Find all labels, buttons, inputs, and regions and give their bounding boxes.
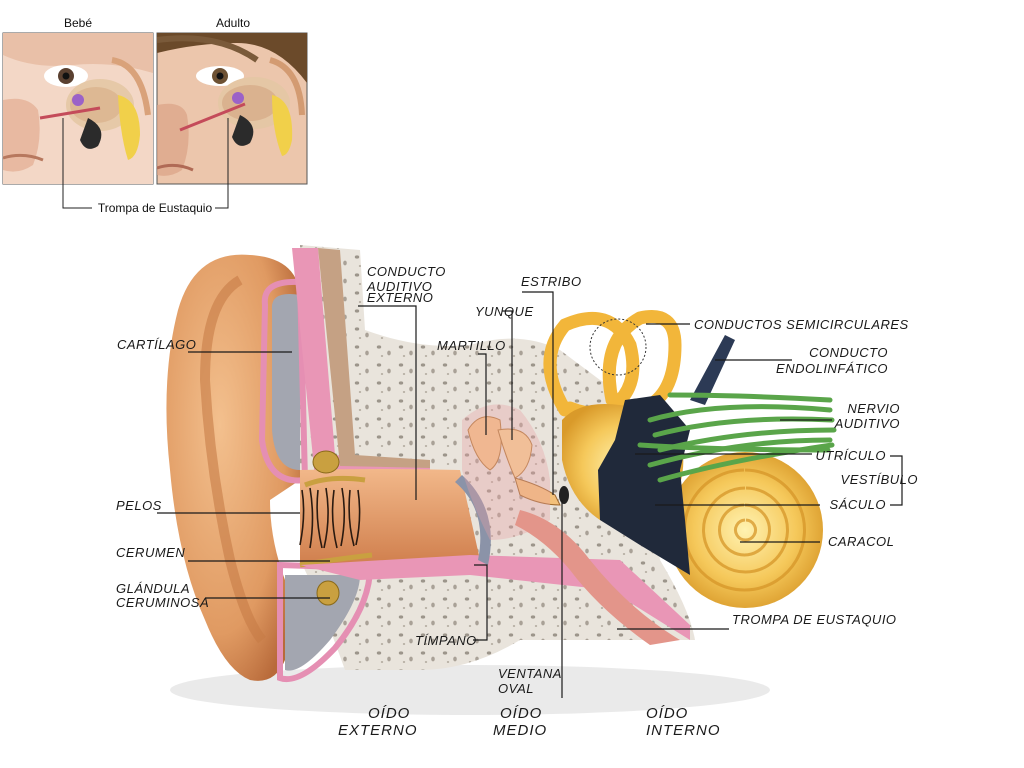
eustachian-tube [515,510,680,645]
label-conducto-auditivo-1: CONDUCTO [367,264,446,279]
section-externo-1: OÍDO [368,705,410,722]
ear-illustration [166,245,837,715]
label-conducto-auditivo-3: EXTERNO [367,290,433,305]
thumbnail-tube-label: Trompa de Eustaquio [98,201,213,215]
label-estribo: ESTRIBO [521,274,582,289]
section-interno-1: OÍDO [646,705,688,722]
incus [497,428,533,479]
thumbnail-adult [156,32,308,185]
label-conductos-semicirculares: CONDUCTOS SEMICIRCULARES [694,317,909,332]
section-externo-2: EXTERNO [338,722,418,739]
label-conducto-auditivo-2: AUDITIVO [366,279,432,294]
adult-label: Adulto [216,16,250,30]
gland-lower [316,580,340,606]
label-cerumen: CERUMEN [116,545,185,560]
baby-label: Bebé [64,16,92,30]
label-timpano: TÍMPANO [415,633,477,648]
cartilage-upper [271,294,300,470]
label-conducto-endolinfatico-2: ENDOLINFÁTICO [776,361,888,376]
auditory-nerve [637,392,837,483]
label-pelos: PELOS [116,498,162,513]
label-saculo: SÁCULO [830,497,886,512]
eardrum [455,475,491,565]
leader-lines [157,291,903,698]
label-yunque: YUNQUE [475,304,534,319]
label-nervio-auditivo-1: NERVIO [847,401,900,416]
section-interno-2: INTERNO [646,722,721,739]
label-nervio-auditivo-2: AUDITIVO [834,416,900,431]
cochlea [667,452,823,608]
canal-hairs [299,487,361,549]
label-glandula-1: GLÁNDULA [116,581,190,596]
label-ventana-oval-2: OVAL [498,681,534,696]
oval-window [559,486,569,504]
label-conducto-endolinfatico-1: CONDUCTO [809,345,888,360]
label-martillo: MARTILLO [437,338,506,353]
section-medio-2: MEDIO [493,722,547,739]
section-medio-1: OÍDO [500,705,542,722]
thumbnail-baby [2,32,154,185]
stapes [514,477,561,506]
malleus [467,416,502,471]
cartilage-lower [285,575,360,671]
ear-canal [300,469,480,565]
label-caracol: CARACOL [828,534,894,549]
gland-upper [312,450,340,474]
label-glandula-2: CERUMINOSA [116,595,209,610]
tube-leader-lines [62,118,229,209]
utricle-saccule [598,395,690,575]
endolymphatic-duct [690,335,735,405]
label-trompa-eustaquio: TROMPA DE EUSTAQUIO [732,612,897,627]
label-ventana-oval-1: VENTANA [498,666,562,681]
label-vestibulo: VESTÍBULO [841,472,918,487]
semicircular-highlight [589,318,647,376]
label-cartilago: CARTÍLAGO [117,337,196,352]
label-utriculo: UTRÍCULO [816,448,886,463]
